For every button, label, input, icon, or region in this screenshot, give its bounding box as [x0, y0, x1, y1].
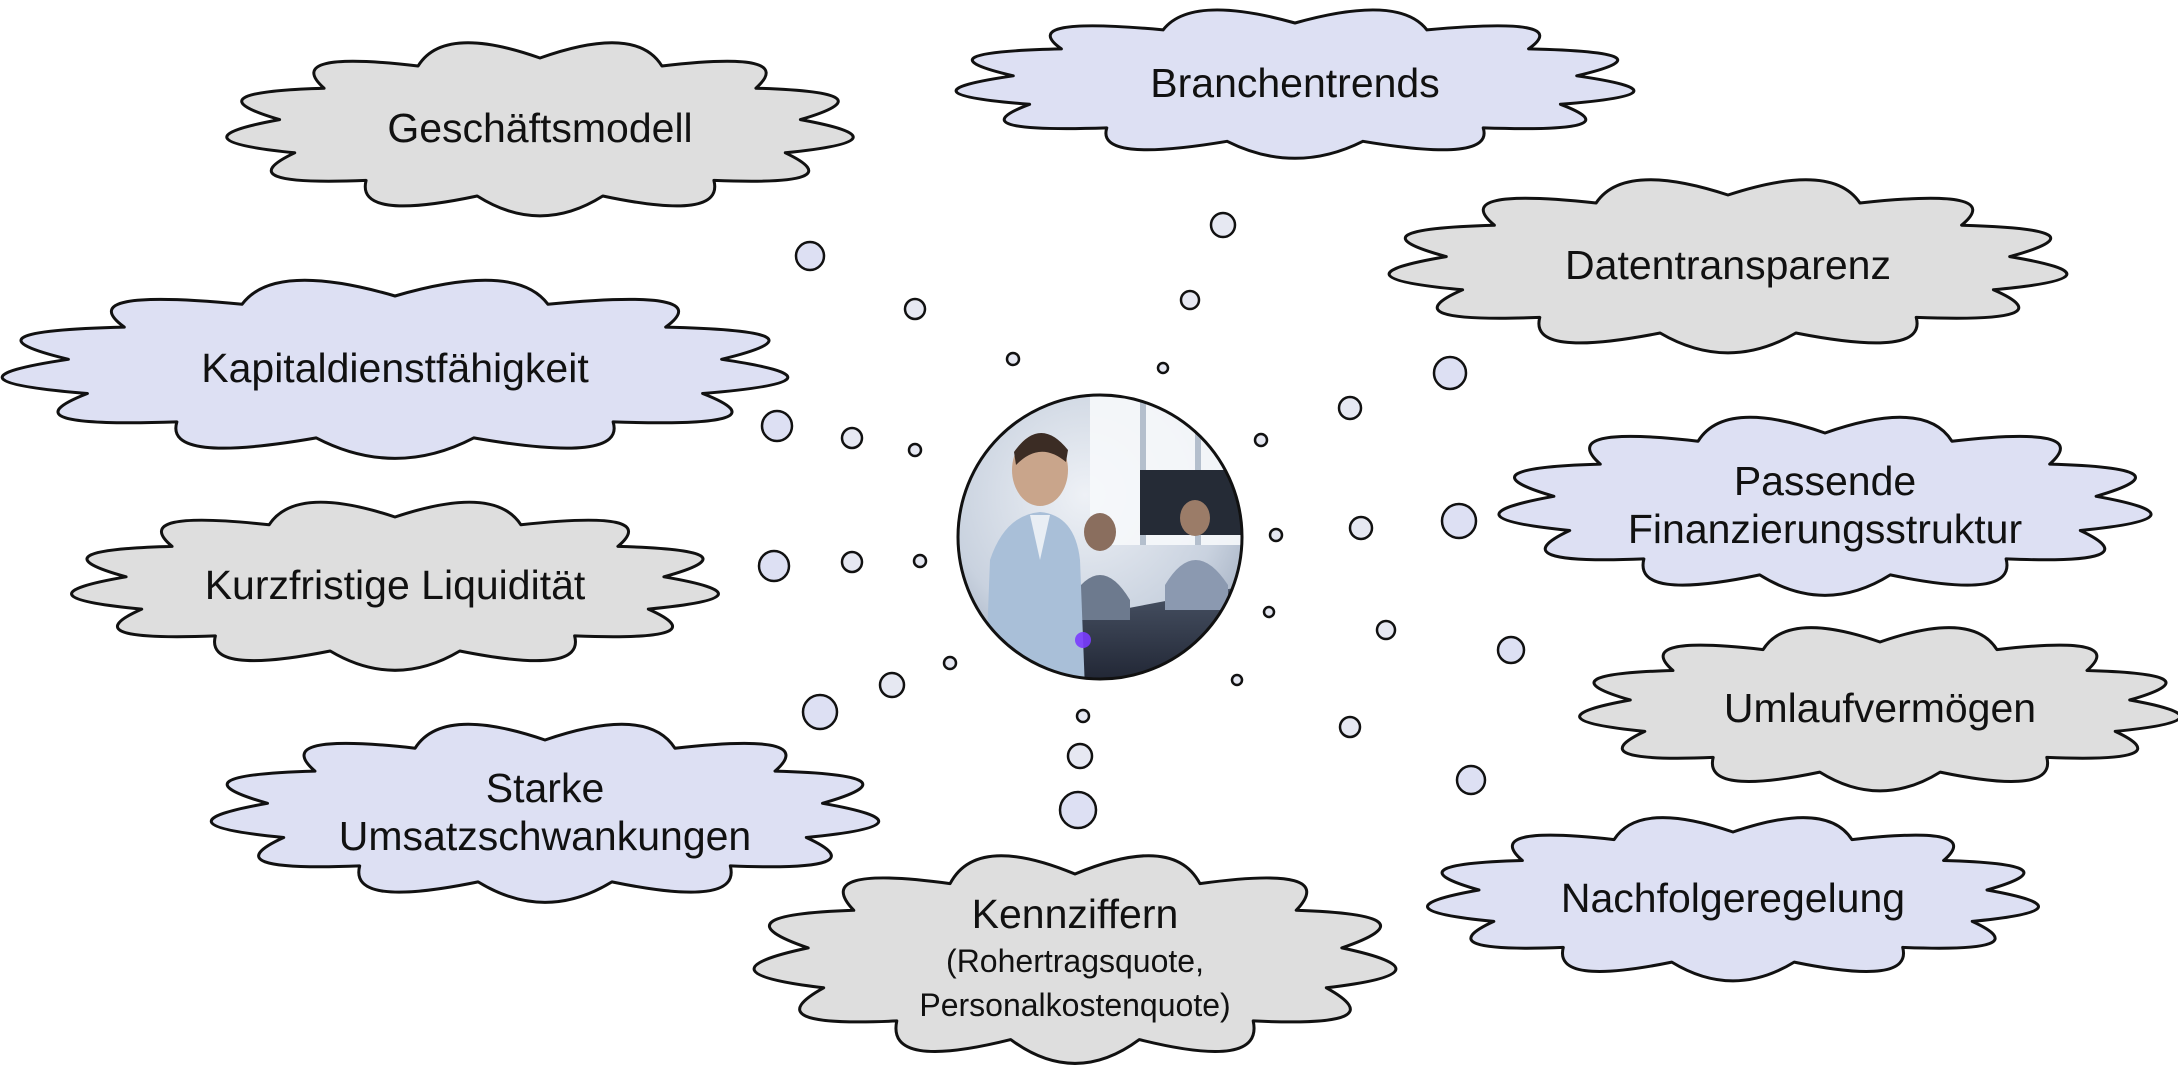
cloud-shape — [954, 8, 1636, 160]
cloud-geschaeftsmodell: Geschäftsmodell — [225, 41, 855, 218]
thought-bubble — [794, 240, 826, 272]
thought-bubble — [1066, 742, 1094, 770]
cloud-datentransparenz: Datentransparenz — [1387, 178, 2069, 355]
cloud-label: Finanzierungsstruktur — [1628, 506, 2022, 552]
cloud-shape — [225, 41, 855, 218]
cloud-liquiditaet: Kurzfristige Liquidität — [70, 500, 720, 672]
cloud-label: Kennziffern — [972, 891, 1179, 937]
cloud-group: Geschäftsmodell BranchentrendsDatentransp… — [0, 8, 2178, 1065]
cloud-branchentrends: Branchentrends — [954, 8, 1636, 160]
cloud-label: Datentransparenz — [1565, 242, 1891, 288]
business-meeting-photo-icon — [956, 393, 1244, 681]
cloud-label: Passende — [1734, 458, 1916, 504]
thought-bubble — [942, 655, 958, 671]
cloud-shape — [752, 854, 1398, 1065]
cloud-label: Personalkostenquote) — [919, 987, 1230, 1023]
thought-bubble — [1440, 502, 1478, 540]
cloud-shape — [70, 500, 720, 672]
thought-bubble — [1156, 361, 1170, 375]
thought-bubble — [1075, 708, 1091, 724]
thought-bubble — [757, 549, 791, 583]
cloud-label: Branchentrends — [1150, 60, 1439, 106]
thought-bubble — [1348, 515, 1374, 541]
cloud-label: Kapitaldienstfähigkeit — [201, 345, 589, 391]
thought-bubble — [1262, 605, 1276, 619]
cloud-label: Nachfolgeregelung — [1561, 875, 1905, 921]
thought-bubble — [1432, 355, 1468, 391]
thought-bubble — [912, 553, 928, 569]
cloud-kennziffern: Kennziffern (Rohertragsquote, Personalkost… — [752, 854, 1398, 1065]
thought-bubble — [1337, 395, 1363, 421]
thought-bubble — [1375, 619, 1397, 641]
thought-bubble — [1179, 289, 1201, 311]
thought-bubble — [878, 671, 906, 699]
thought-bubble — [1005, 351, 1021, 367]
cloud-shape — [1578, 626, 2178, 793]
thought-bubble — [760, 409, 794, 443]
cloud-umlaufvermoegen: Umlaufvermögen — [1578, 626, 2178, 793]
thought-bubbles — [757, 211, 1526, 830]
cloud-label: Kurzfristige Liquidität — [205, 562, 586, 608]
thought-bubble — [1230, 673, 1244, 687]
cloud-shape — [1387, 178, 2069, 355]
thought-bubble — [840, 550, 864, 574]
cloud-shape — [1426, 816, 2040, 983]
cloud-nachfolgeregelung: Nachfolgeregelung — [1426, 816, 2040, 983]
thought-bubble — [1253, 432, 1269, 448]
thought-bubble — [1268, 527, 1284, 543]
thought-bubble — [801, 693, 839, 731]
cloud-shape — [0, 278, 790, 460]
cloud-label: Geschäftsmodell — [387, 105, 692, 151]
thought-bubble — [1455, 764, 1487, 796]
cloud-shape — [210, 722, 880, 904]
thought-bubble — [1496, 635, 1526, 665]
thought-bubble — [1058, 790, 1098, 830]
cloud-label: Umsatzschwankungen — [339, 813, 751, 859]
thought-bubble — [903, 297, 927, 321]
cloud-label: (Rohertragsquote, — [946, 943, 1204, 979]
thought-bubble — [1338, 715, 1362, 739]
thought-bubble — [1209, 211, 1237, 239]
cloud-label: Starke — [486, 765, 605, 811]
cloud-shape — [1497, 415, 2153, 597]
cloud-label: Umlaufvermögen — [1724, 685, 2036, 731]
thought-bubble — [840, 426, 864, 450]
cloud-kapitaldienstfaehigkeit: Kapitaldienstfähigkeit — [0, 278, 790, 460]
thought-bubble — [907, 442, 923, 458]
